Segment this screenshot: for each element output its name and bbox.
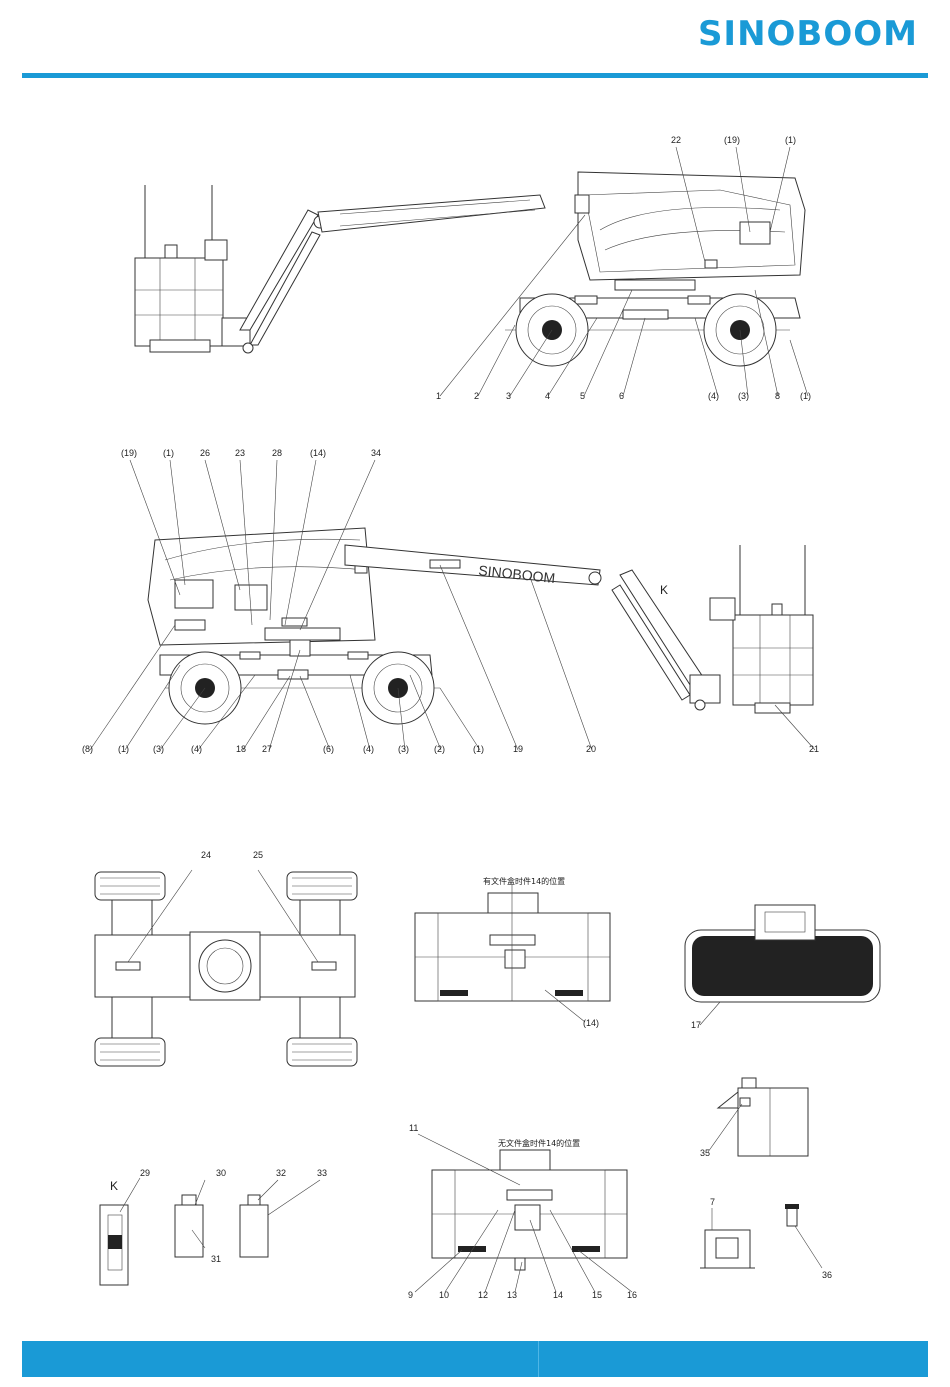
sensor-view — [785, 1204, 822, 1268]
note-without-file-box: 无文件盒时件14的位置 — [498, 1138, 580, 1148]
label-4: (4) — [191, 744, 202, 754]
label-14: (14) — [310, 448, 326, 458]
label-6: (6) — [323, 744, 334, 754]
label-16: 16 — [627, 1290, 637, 1300]
label-19: 19 — [513, 744, 523, 754]
label-4: (4) — [708, 391, 719, 401]
label-18: 18 — [236, 744, 246, 754]
label-1: (1) — [163, 448, 174, 458]
label-36: 36 — [822, 1270, 832, 1280]
label-19: (19) — [121, 448, 137, 458]
label-1: 1 — [436, 391, 441, 401]
view2-machine: SINOBOOM — [148, 528, 813, 724]
label-8: (8) — [82, 744, 93, 754]
label-3: 3 — [506, 391, 511, 401]
label-29: 29 — [140, 1168, 150, 1178]
label-4: (4) — [363, 744, 374, 754]
label-21: 21 — [809, 744, 819, 754]
label-15: 15 — [592, 1290, 602, 1300]
label-1: (1) — [800, 391, 811, 401]
label-27: 27 — [262, 744, 272, 754]
label-1: (1) — [118, 744, 129, 754]
label-11: 11 — [409, 1123, 418, 1133]
view1-machine — [135, 172, 805, 366]
label-2: 2 — [474, 391, 479, 401]
label-30: 30 — [216, 1168, 226, 1178]
label-5: 5 — [580, 391, 585, 401]
chassis-top-view — [95, 870, 357, 1066]
label-17: 17 — [691, 1020, 701, 1030]
label-3: (3) — [153, 744, 164, 754]
label-9: 9 — [408, 1290, 413, 1300]
note-with-file-box: 有文件盒时件14的位置 — [483, 876, 565, 886]
k-detail-marker: K — [110, 1179, 118, 1193]
label-14: (14) — [583, 1018, 599, 1028]
control-box-view — [685, 905, 880, 1025]
label-10: 10 — [439, 1290, 449, 1300]
tank-view — [708, 1078, 808, 1156]
label-14: 14 — [553, 1290, 563, 1300]
platform-view-a — [415, 885, 610, 1022]
label-22: 22 — [671, 135, 681, 145]
detail-k — [100, 1178, 140, 1285]
label-28: 28 — [272, 448, 282, 458]
label-34: 34 — [371, 448, 381, 458]
label-19: (19) — [724, 135, 740, 145]
small-parts — [175, 1180, 320, 1257]
label-12: 12 — [478, 1290, 488, 1300]
k-marker: K — [660, 583, 668, 597]
label-24: 24 — [201, 850, 211, 860]
label-8: 8 — [775, 391, 780, 401]
label-6: 6 — [619, 391, 624, 401]
label-20: 20 — [586, 744, 596, 754]
label-2: (2) — [434, 744, 445, 754]
label-4: 4 — [545, 391, 550, 401]
box-view — [700, 1208, 755, 1268]
label-13: 13 — [507, 1290, 517, 1300]
label-1: (1) — [785, 135, 796, 145]
label-23: 23 — [235, 448, 245, 458]
label-3: (3) — [398, 744, 409, 754]
label-1: (1) — [473, 744, 484, 754]
label-26: 26 — [200, 448, 210, 458]
label-7: 7 — [710, 1197, 715, 1207]
label-25: 25 — [253, 850, 263, 860]
label-31: 31 — [211, 1254, 221, 1264]
label-32: 32 — [276, 1168, 286, 1178]
label-35: 35 — [700, 1148, 710, 1158]
label-33: 33 — [317, 1168, 327, 1178]
platform-view-b — [432, 1150, 627, 1270]
label-3: (3) — [738, 391, 749, 401]
